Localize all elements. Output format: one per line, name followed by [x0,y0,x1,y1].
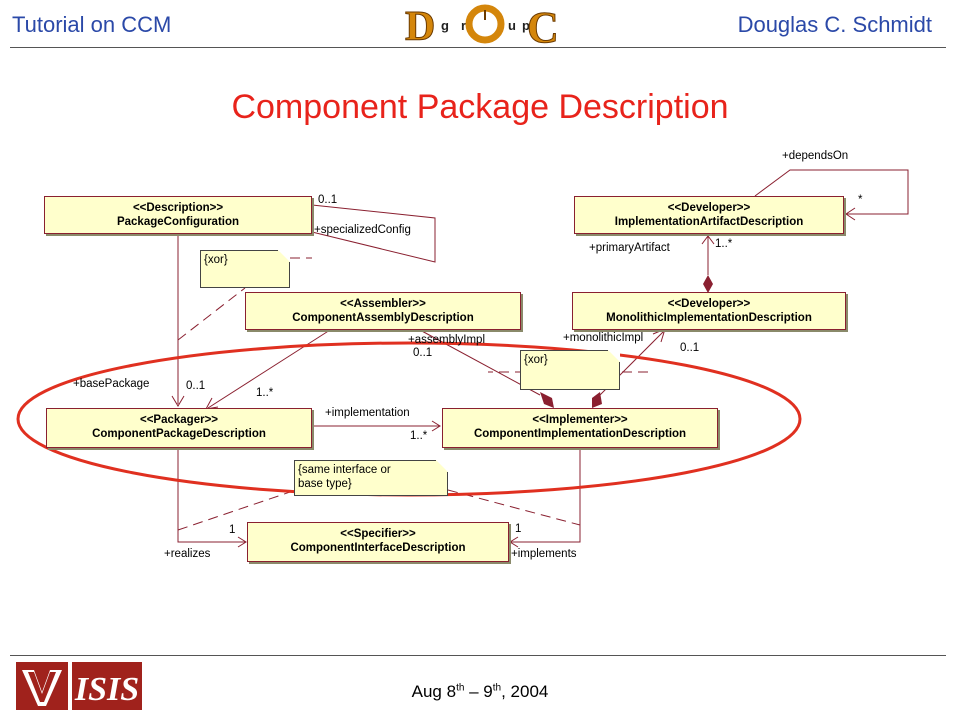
note-text-line-2: base type} [298,478,352,490]
realizes-arrow [237,536,247,548]
label-role: +implementation [325,407,410,419]
implements-line [510,448,581,543]
note-text: {xor} [204,254,228,266]
vanderbilt-logo [16,662,68,710]
depends-on-loop [754,169,909,215]
header-right-author: Douglas C. Schmidt [737,12,932,37]
label-role: +primaryArtifact [589,242,670,254]
header-left-title: Tutorial on CCM [12,12,172,37]
footer-date: Aug 8th – 9th, 2004 [0,682,960,702]
label-multiplicity: 1..* [410,430,428,442]
label-multiplicity: 0..1 [186,380,206,392]
label-role: +dependsOn [782,150,849,162]
label-multiplicity: 0..1 [318,194,338,206]
specialized-config-loop [311,204,436,263]
label-multiplicity: 1..* [715,238,733,250]
class-stereotype: <<Packager>> [139,414,218,426]
footer-divider [10,655,946,656]
logo-letter-o [465,4,505,44]
note-text: {xor} [524,354,548,366]
label-multiplicity: 0..1 [413,347,433,359]
note-same-interface: {same interface or base type} [294,460,448,496]
primary-artifact-arrow [701,235,715,245]
realizes-line [177,448,246,543]
class-stereotype: <<Implementer>> [532,414,628,426]
class-stereotype: <<Developer>> [667,202,751,214]
assembly-impl-diamond [540,392,554,408]
label-multiplicity: 1..* [256,387,274,399]
label-multiplicity: 1 [229,524,236,536]
monolithic-impl-diamond [592,392,602,408]
doc-group-logo: D g r u p C [405,3,559,47]
logo-letter-p: p [522,18,530,33]
xor-note-link-2 [177,287,246,341]
label-multiplicity: 1 [515,523,522,535]
implements-arrow [509,536,519,548]
class-implementation-artifact: <<Developer>> ImplementationArtifactDesc… [574,196,844,234]
base-package-arrow [171,395,185,407]
class-stereotype: <<Description>> [132,202,224,214]
logo-letter-d: D [405,4,435,46]
logo-letter-c: C [527,3,558,46]
label-multiplicity: 0..1 [680,342,700,354]
assembly-to-package [207,329,331,409]
logo-letter-r: r [461,18,466,33]
note-xor-2: {xor} [520,350,620,390]
class-stereotype: <<Developer>> [667,298,751,310]
class-component-implementation: <<Implementer>> ComponentImplementationD… [442,408,718,448]
class-name: MonolithicImplementationDescription [606,312,812,324]
header-divider [10,47,946,48]
class-component-package: <<Packager>> ComponentPackageDescription [46,408,312,448]
logo-letter-u: u [508,18,516,33]
primary-artifact-diamond [703,275,713,293]
class-name: ComponentPackageDescription [92,428,266,440]
label-role: +basePackage [73,378,150,390]
class-stereotype: <<Specifier>> [340,528,416,540]
date-part-3: , 2004 [501,682,549,701]
class-name: PackageConfiguration [116,216,240,228]
same-iface-link-left [177,489,297,531]
date-part-2: – 9 [464,682,493,701]
label-role: +monolithicImpl [563,332,644,344]
note-xor-1: {xor} [200,250,290,288]
date-part-1: Aug 8 [411,682,457,701]
implementation-arrow [431,420,441,432]
label-role: +realizes [164,548,211,560]
class-name: ComponentImplementationDescription [473,428,687,440]
label-role: +implements [511,548,577,560]
isis-logo: ISIS [72,662,142,710]
class-monolithic-implementation: <<Developer>> MonolithicImplementationDe… [572,292,846,330]
depends-on-arrow [845,207,856,221]
label-role: +specializedConfig [314,224,411,236]
logo-letter-g: g [441,18,449,33]
class-name: ImplementationArtifactDescription [614,216,804,228]
class-component-interface: <<Specifier>> ComponentInterfaceDescript… [247,522,509,562]
isis-logo-text: ISIS [74,671,139,708]
class-name: ComponentAssemblyDescription [292,312,474,324]
class-stereotype: <<Assembler>> [340,298,426,310]
label-role: +assemblyImpl [408,334,486,346]
label-multiplicity: * [858,194,863,206]
date-sup-2: th [492,682,502,694]
slide-title: Component Package Description [231,88,729,126]
same-iface-link-right [447,489,581,526]
date-sup-1: th [456,682,465,694]
note-text-line-1: {same interface or [298,464,391,476]
class-name: ComponentInterfaceDescription [290,542,466,554]
class-component-assembly: <<Assembler>> ComponentAssemblyDescripti… [245,292,521,330]
class-package-configuration: <<Description>> PackageConfiguration [44,196,312,234]
